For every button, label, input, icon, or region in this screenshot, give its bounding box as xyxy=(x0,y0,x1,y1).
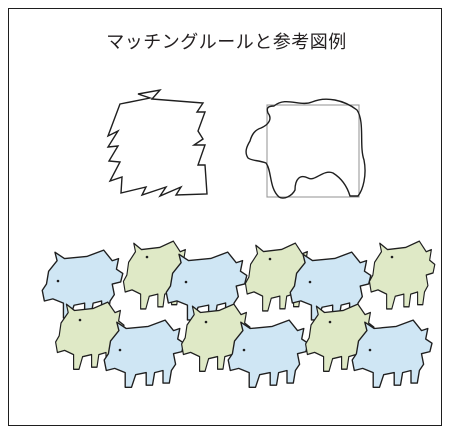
green-animal-tile-3 xyxy=(368,240,436,310)
animal-outline-rule xyxy=(245,98,366,199)
guide-square xyxy=(266,104,360,198)
figure-title: マッチングルールと参考図例 xyxy=(106,32,347,53)
jagged-square-rule xyxy=(106,88,208,198)
animal-eyes xyxy=(56,255,394,352)
tessellation-row-2 xyxy=(54,301,433,388)
